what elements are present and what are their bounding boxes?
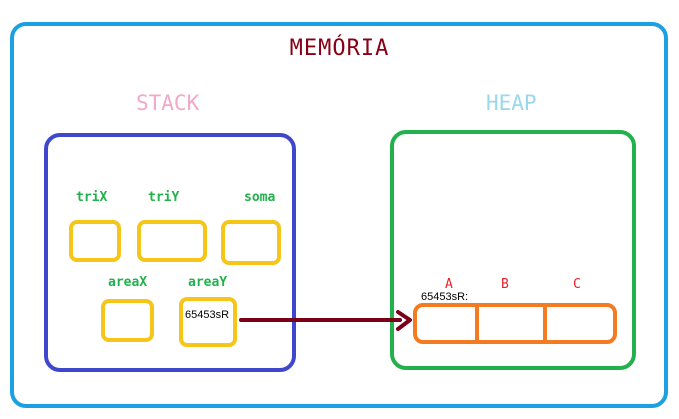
heap-cell-label-a: A <box>445 277 453 292</box>
heap-cell-label-b: B <box>501 277 509 292</box>
variable-label-triy: triY <box>148 190 180 205</box>
stack-frame <box>44 133 296 372</box>
variable-slot-soma <box>221 220 281 265</box>
heap-array-divider <box>543 303 547 344</box>
stack-title: STACK <box>136 91 200 115</box>
variable-label-areay: areaY <box>188 275 228 290</box>
heap-title: HEAP <box>486 91 537 115</box>
variable-slot-areax <box>101 299 154 342</box>
variable-label-soma: soma <box>244 190 276 205</box>
variable-label-areax: areaX <box>108 275 148 290</box>
memory-title: MEMÓRIA <box>289 36 390 61</box>
memory-frame <box>10 22 668 408</box>
variable-slot-trix <box>69 220 121 262</box>
heap-array <box>413 303 617 344</box>
heap-array-divider <box>475 303 479 344</box>
variable-slot-triy <box>137 220 207 262</box>
heap-object-address: 65453sR: <box>421 291 469 303</box>
heap-cell-label-c: C <box>573 277 581 292</box>
variable-label-trix: triX <box>76 190 108 205</box>
variable-value-areay: 65453sR <box>185 309 230 321</box>
variable-slot-areay <box>179 297 237 347</box>
heap-frame <box>390 130 636 370</box>
